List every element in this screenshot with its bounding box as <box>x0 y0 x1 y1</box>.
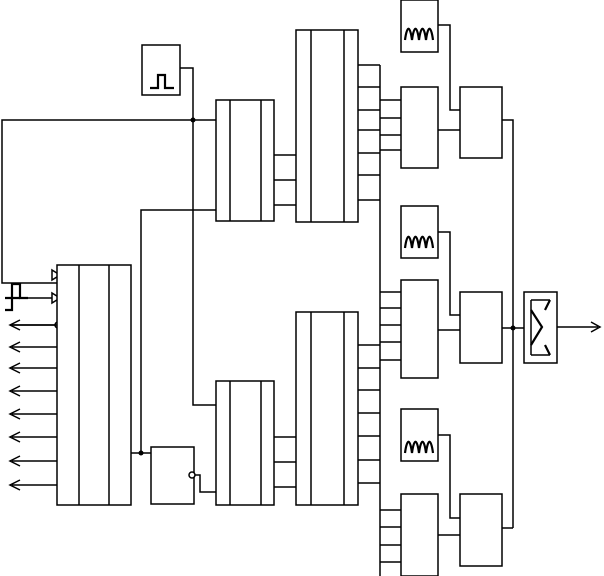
sine-generator-3 <box>400 408 439 462</box>
multiplier-3 <box>459 493 503 567</box>
multiplier-2 <box>459 291 503 364</box>
bus-lower <box>274 436 296 488</box>
output-arrowhead-7 <box>8 479 21 491</box>
dac-3 <box>400 493 439 576</box>
dac-2 <box>400 279 439 379</box>
rom-upper <box>295 29 359 223</box>
pulse-generator-top <box>141 44 181 96</box>
rom-output-lines <box>358 64 401 563</box>
output-arrowhead-1 <box>8 341 21 353</box>
sine-generator-2 <box>400 205 439 259</box>
output-arrowhead-6 <box>8 455 21 467</box>
counter-upper <box>215 99 275 222</box>
output-arrowhead-2 <box>8 362 21 374</box>
pulse-icon-left-b <box>5 296 20 312</box>
output-arrowhead-8 <box>8 319 21 331</box>
output-arrowhead-5 <box>8 431 21 443</box>
rom-lower <box>295 311 359 506</box>
output-arrowhead-4 <box>8 408 21 420</box>
summer-block <box>523 291 558 364</box>
register-large <box>56 264 132 506</box>
bus-upper <box>274 154 296 206</box>
sine-generator-1 <box>400 0 439 53</box>
multiplier-1 <box>459 86 503 159</box>
clock-block <box>150 446 195 505</box>
output-arrowhead-3 <box>8 385 21 397</box>
counter-lower <box>215 380 275 506</box>
pulse-icon-left-a <box>5 282 28 300</box>
left-outputs <box>8 319 57 491</box>
dac-1 <box>400 86 439 169</box>
output-arrow <box>557 321 602 333</box>
